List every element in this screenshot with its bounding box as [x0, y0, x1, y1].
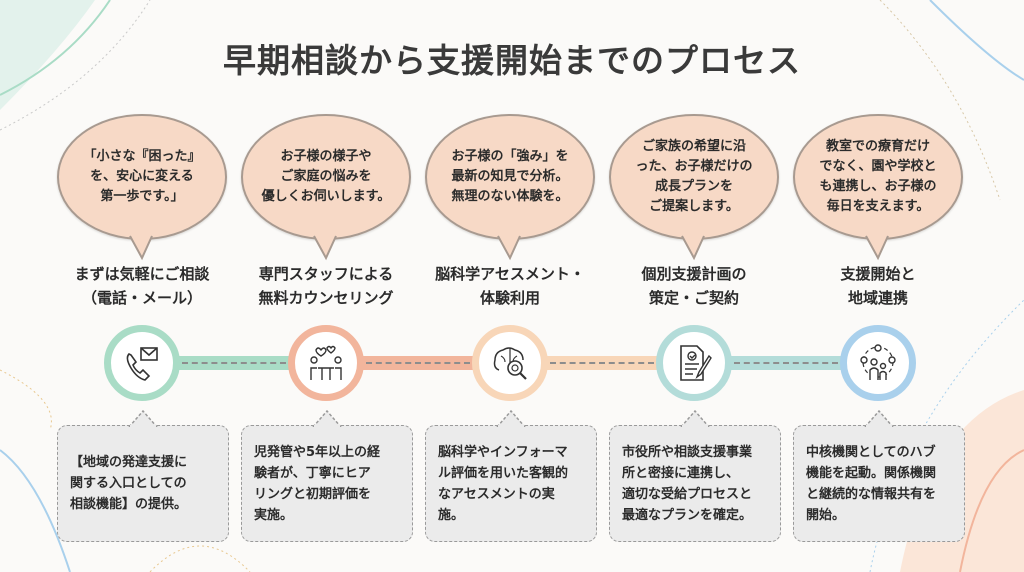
connector-4-5 [728, 356, 844, 370]
step-detail-box: 児発管や5年以上の経 験者が、丁寧にヒア リングと初期評価を 実施。 [241, 425, 413, 542]
speech-bubble-tail [681, 232, 705, 261]
counseling-icon [310, 345, 342, 380]
brain-magnifier-icon [493, 347, 527, 380]
detail-box-tail [128, 410, 158, 427]
connector-1-2 [176, 356, 292, 370]
step-4: ご家族の希望に沿 った、お子様だけの 成長プランを ご提案します。 個別支援計画… [602, 0, 786, 572]
step-3: お子様の「強み」を 最新の知見で分析。 無理のない体験を。 脳科学アセスメント・… [418, 0, 602, 572]
step-1: 「小さな『困った』 を、安心に変える 第一歩です。」 まずは気軽にご相談 （電話… [50, 0, 234, 572]
speech-bubble: お子様の様子や ご家庭の悩みを 優しくお伺いします。 [241, 114, 411, 240]
speech-bubble-tail [313, 232, 337, 261]
step-2: お子様の様子や ご家庭の悩みを 優しくお伺いします。 専門スタッフによる 無料カ… [234, 0, 418, 572]
step-title: 専門スタッフによる 無料カウンセリング [258, 265, 394, 307]
detail-box-tail [312, 410, 342, 427]
phone-mail-icon [126, 347, 158, 381]
speech-bubble: 教室での療育だけ でなく、園や学校と も連携し、お子様の 毎日を支えます。 [793, 114, 963, 240]
community-network-icon [860, 344, 896, 380]
document-sign-icon [680, 345, 712, 381]
step-title: 個別支援計画の 策定・ご契約 [641, 265, 747, 307]
detail-box-tail [496, 410, 526, 427]
step-title: まずは気軽にご相談 （電話・メール） [74, 265, 210, 307]
speech-bubble: ご家族の希望に沿 った、お子様だけの 成長プランを ご提案します。 [609, 114, 779, 240]
detail-box-tail [680, 410, 710, 427]
step-icon-circle [104, 325, 180, 401]
speech-bubble-tail [865, 232, 889, 261]
speech-bubble: 「小さな『困った』 を、安心に変える 第一歩です。」 [57, 114, 227, 240]
step-detail-box: 中核機関としてのハブ 機能を起動。関係機関 と継続的な情報共有を 開始。 [793, 425, 965, 542]
speech-bubble-tail [129, 232, 153, 261]
connector-2-3 [360, 356, 476, 370]
detail-box-tail [864, 410, 894, 427]
step-title: 支援開始と 地域連携 [840, 265, 916, 307]
speech-bubble: お子様の「強み」を 最新の知見で分析。 無理のない体験を。 [425, 114, 595, 240]
connector-3-4 [544, 356, 660, 370]
step-5: 教室での療育だけ でなく、園や学校と も連携し、お子様の 毎日を支えます。 支援… [786, 0, 970, 572]
step-icon-circle [472, 325, 548, 401]
speech-bubble-tail [497, 232, 521, 261]
step-detail-box: 【地域の発達支援に 関する入口としての 相談機能】の提供。 [57, 425, 229, 542]
step-icon-circle [840, 325, 916, 401]
step-detail-box: 市役所や相談支援事業 所と密接に連携し、 適切な受給プロセスと 最適なプランを確… [609, 425, 781, 542]
step-icon-circle [656, 325, 732, 401]
step-title: 脳科学アセスメント・ 体験利用 [435, 265, 585, 307]
page-title: 早期相談から支援開始までのプロセス [223, 41, 801, 80]
step-detail-box: 脳科学やインフォーマ ル評価を用いた客観的 なアセスメントの実 施。 [425, 425, 597, 542]
step-icon-circle [288, 325, 364, 401]
